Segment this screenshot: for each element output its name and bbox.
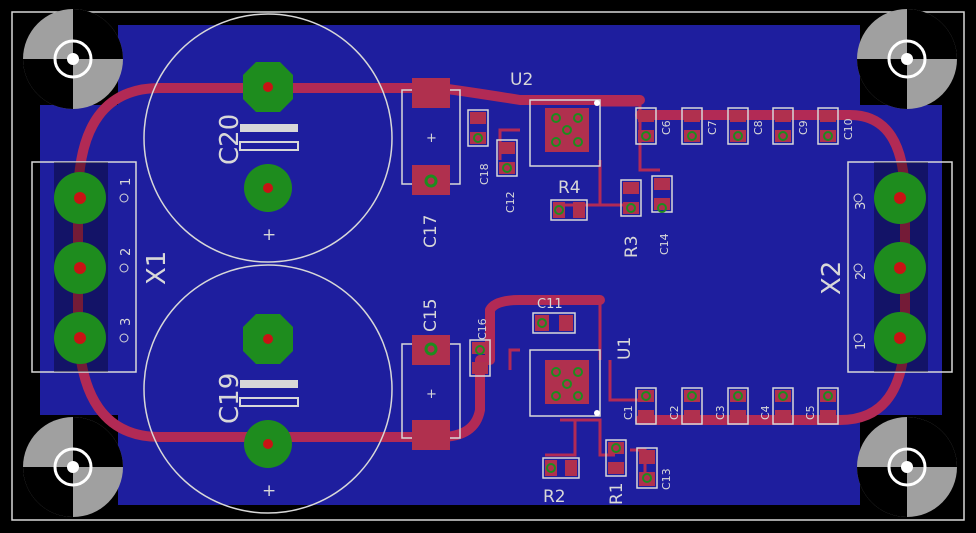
c15-label: C15 xyxy=(421,298,441,332)
capacitor-c4: C4 xyxy=(759,387,794,425)
resistor-r1: R1 xyxy=(605,439,627,505)
capacitor-c12: C12 xyxy=(496,139,518,213)
capacitor-c10: C10 xyxy=(817,107,855,145)
c20-label: C20 xyxy=(215,114,245,165)
capacitor-c13: C13 xyxy=(636,447,673,490)
c11-label: C11 xyxy=(537,297,563,312)
connector-x1: 1 2 3 X1 xyxy=(31,161,172,373)
x2-pin-1: 1 xyxy=(854,342,869,350)
capacitor-c11: C11 xyxy=(532,297,576,334)
u2-label: U2 xyxy=(510,70,533,90)
board-outline xyxy=(11,11,965,521)
x1-label: X1 xyxy=(142,251,172,285)
x2-pin-2: 2 xyxy=(854,272,869,280)
c17-plus-mark: + xyxy=(426,131,437,146)
c19-plus-mark: + xyxy=(262,481,276,501)
resistor-r4: R4 xyxy=(550,178,588,221)
c5-label: C5 xyxy=(804,405,817,420)
c16-label: C16 xyxy=(476,318,489,340)
x1-pin-3: 3 xyxy=(119,318,134,326)
c8-label: C8 xyxy=(752,120,765,135)
resistor-r2: R2 xyxy=(542,457,580,507)
c17-label: C17 xyxy=(421,214,441,248)
r4-label: R4 xyxy=(558,178,581,198)
capacitor-c2: C2 xyxy=(668,387,703,425)
c14-label: C14 xyxy=(658,233,671,255)
mounting-hole-top-left xyxy=(23,9,123,109)
ic-u2: U2 xyxy=(510,70,601,167)
r3-label: R3 xyxy=(622,235,642,258)
capacitor-c9: C9 xyxy=(772,107,810,145)
c15-plus-mark: + xyxy=(426,387,437,402)
u1-label: U1 xyxy=(615,337,635,360)
mounting-hole-top-right xyxy=(857,9,957,109)
capacitor-c6: C6 xyxy=(635,107,673,145)
c6-label: C6 xyxy=(660,120,673,135)
c10-label: C10 xyxy=(842,118,855,140)
c13-label: C13 xyxy=(660,468,673,490)
capacitor-c5: C5 xyxy=(804,387,839,425)
capacitor-c19: + C19 xyxy=(143,264,393,514)
c20-plus-mark: + xyxy=(262,225,276,245)
capacitor-c17: + C17 xyxy=(401,78,461,248)
r1-label: R1 xyxy=(607,482,627,505)
capacitor-c20: + C20 xyxy=(143,13,393,263)
r2-label: R2 xyxy=(543,487,566,507)
capacitor-c16: C16 xyxy=(469,318,491,377)
capacitor-c3: C3 xyxy=(714,387,749,425)
ic-u1: U1 xyxy=(529,337,635,417)
capacitor-c7: C7 xyxy=(681,107,719,145)
c19-label: C19 xyxy=(215,373,245,424)
c4-label: C4 xyxy=(759,405,772,420)
capacitor-c1: C1 xyxy=(622,387,657,425)
c7-label: C7 xyxy=(706,120,719,135)
x2-pin-3: 3 xyxy=(854,202,869,210)
c12-label: C12 xyxy=(504,191,517,213)
mounting-hole-bottom-right xyxy=(857,417,957,517)
c2-label: C2 xyxy=(668,405,681,420)
c1-label: C1 xyxy=(622,405,635,420)
capacitor-c15: + C15 xyxy=(401,298,461,450)
c9-label: C9 xyxy=(797,120,810,135)
mounting-hole-bottom-left xyxy=(23,417,123,517)
resistor-r3: R3 xyxy=(620,179,642,258)
capacitor-c8: C8 xyxy=(727,107,765,145)
x1-pin-2: 2 xyxy=(119,248,134,256)
x2-label: X2 xyxy=(817,261,847,295)
c3-label: C3 xyxy=(714,405,727,420)
capacitor-c14: C14 xyxy=(651,175,673,255)
x1-pin-1: 1 xyxy=(119,178,134,186)
capacitor-c18: C18 xyxy=(467,109,491,185)
c18-label: C18 xyxy=(478,163,491,185)
connector-x2: 3 2 1 X2 xyxy=(817,161,953,373)
